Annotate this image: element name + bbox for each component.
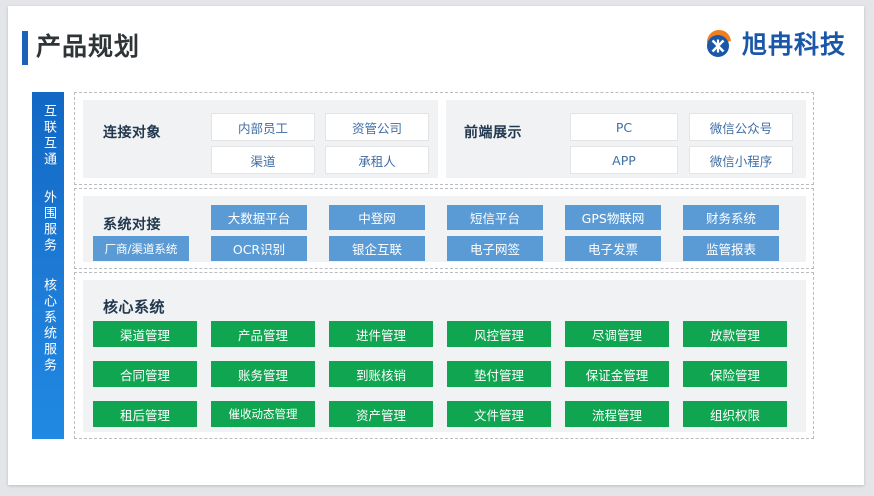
tile-risk-control-management[interactable]: 风控管理 bbox=[447, 321, 551, 347]
slide-header: 产品规划 旭冉科技 bbox=[8, 6, 864, 78]
tile-finance-system[interactable]: 财务系统 bbox=[683, 205, 779, 230]
tile-wechat-official-account[interactable]: 微信公众号 bbox=[689, 113, 793, 141]
sidebar-label-core-system-services: 核心系统服务 bbox=[41, 278, 56, 374]
tile-contract-management[interactable]: 合同管理 bbox=[93, 361, 197, 387]
system-integration-panel: 系统对接 大数据平台 中登网 短信平台 GPS物联网 财务系统 厂商/渠道系统 … bbox=[83, 196, 806, 262]
tile-channel[interactable]: 渠道 bbox=[211, 146, 315, 174]
tile-workflow-management[interactable]: 流程管理 bbox=[565, 401, 669, 427]
tile-ocr-recognition[interactable]: OCR识别 bbox=[211, 236, 307, 261]
tile-product-management[interactable]: 产品管理 bbox=[211, 321, 315, 347]
tile-gps-iot[interactable]: GPS物联网 bbox=[565, 205, 661, 230]
sidebar-label-peripheral-services: 外围服务 bbox=[41, 190, 56, 254]
brand-logo: 旭冉科技 bbox=[703, 29, 846, 61]
tile-deposit-management[interactable]: 保证金管理 bbox=[565, 361, 669, 387]
interconnect-group: 连接对象 内部员工 资管公司 渠道 承租人 前端展示 PC 微信公众号 APP … bbox=[74, 92, 814, 185]
tile-lessee[interactable]: 承租人 bbox=[325, 146, 429, 174]
tile-asset-management-company[interactable]: 资管公司 bbox=[325, 113, 429, 141]
circle-x-badge-icon bbox=[703, 29, 735, 61]
core-system-group: 核心系统 渠道管理 产品管理 进件管理 风控管理 尽调管理 放款管理 合同管理 … bbox=[74, 272, 814, 439]
tile-application-management[interactable]: 进件管理 bbox=[329, 321, 433, 347]
tile-regulatory-report[interactable]: 监管报表 bbox=[683, 236, 779, 261]
brand-name: 旭冉科技 bbox=[741, 30, 846, 59]
tile-zhongdeng-network[interactable]: 中登网 bbox=[329, 205, 425, 230]
connection-targets-panel: 连接对象 内部员工 资管公司 渠道 承租人 bbox=[83, 100, 438, 178]
tile-collection-dynamics-management[interactable]: 催收动态管理 bbox=[211, 401, 315, 427]
connection-targets-heading: 连接对象 bbox=[103, 125, 161, 141]
tile-vendor-channel-system[interactable]: 厂商/渠道系统 bbox=[93, 236, 189, 261]
tile-channel-management[interactable]: 渠道管理 bbox=[93, 321, 197, 347]
peripheral-services-group: 系统对接 大数据平台 中登网 短信平台 GPS物联网 财务系统 厂商/渠道系统 … bbox=[74, 188, 814, 269]
tile-document-management[interactable]: 文件管理 bbox=[447, 401, 551, 427]
tile-electronic-invoice[interactable]: 电子发票 bbox=[565, 236, 661, 261]
tile-internal-staff[interactable]: 内部员工 bbox=[211, 113, 315, 141]
tile-asset-management[interactable]: 资产管理 bbox=[329, 401, 433, 427]
category-sidebar: 互联互通 外围服务 核心系统服务 bbox=[32, 92, 64, 439]
tile-wechat-mini-program[interactable]: 微信小程序 bbox=[689, 146, 793, 174]
page-title: 产品规划 bbox=[36, 32, 141, 61]
tile-pc[interactable]: PC bbox=[570, 113, 678, 141]
system-integration-heading: 系统对接 bbox=[103, 217, 161, 233]
tile-app[interactable]: APP bbox=[570, 146, 678, 174]
tile-accounting-management[interactable]: 账务管理 bbox=[211, 361, 315, 387]
sidebar-label-interconnect: 互联互通 bbox=[41, 104, 56, 168]
tile-advance-payment-management[interactable]: 垫付管理 bbox=[447, 361, 551, 387]
tile-loan-disbursement-management[interactable]: 放款管理 bbox=[683, 321, 787, 347]
tile-organization-permissions[interactable]: 组织权限 bbox=[683, 401, 787, 427]
title-accent-bar bbox=[22, 31, 28, 65]
tile-post-lease-management[interactable]: 租后管理 bbox=[93, 401, 197, 427]
core-system-panel: 核心系统 渠道管理 产品管理 进件管理 风控管理 尽调管理 放款管理 合同管理 … bbox=[83, 280, 806, 432]
tile-sms-platform[interactable]: 短信平台 bbox=[447, 205, 543, 230]
tile-receipt-writeoff[interactable]: 到账核销 bbox=[329, 361, 433, 387]
tile-big-data-platform[interactable]: 大数据平台 bbox=[211, 205, 307, 230]
frontend-display-heading: 前端展示 bbox=[464, 125, 522, 141]
tile-bank-enterprise-link[interactable]: 银企互联 bbox=[329, 236, 425, 261]
core-system-heading: 核心系统 bbox=[103, 298, 166, 316]
slide-canvas: 产品规划 旭冉科技 互联互通 外围服务 核心系统服务 连接对象 内部员工 资管公… bbox=[8, 6, 864, 485]
tile-due-diligence-management[interactable]: 尽调管理 bbox=[565, 321, 669, 347]
tile-insurance-management[interactable]: 保险管理 bbox=[683, 361, 787, 387]
frontend-display-panel: 前端展示 PC 微信公众号 APP 微信小程序 bbox=[446, 100, 806, 178]
tile-electronic-signing[interactable]: 电子网签 bbox=[447, 236, 543, 261]
